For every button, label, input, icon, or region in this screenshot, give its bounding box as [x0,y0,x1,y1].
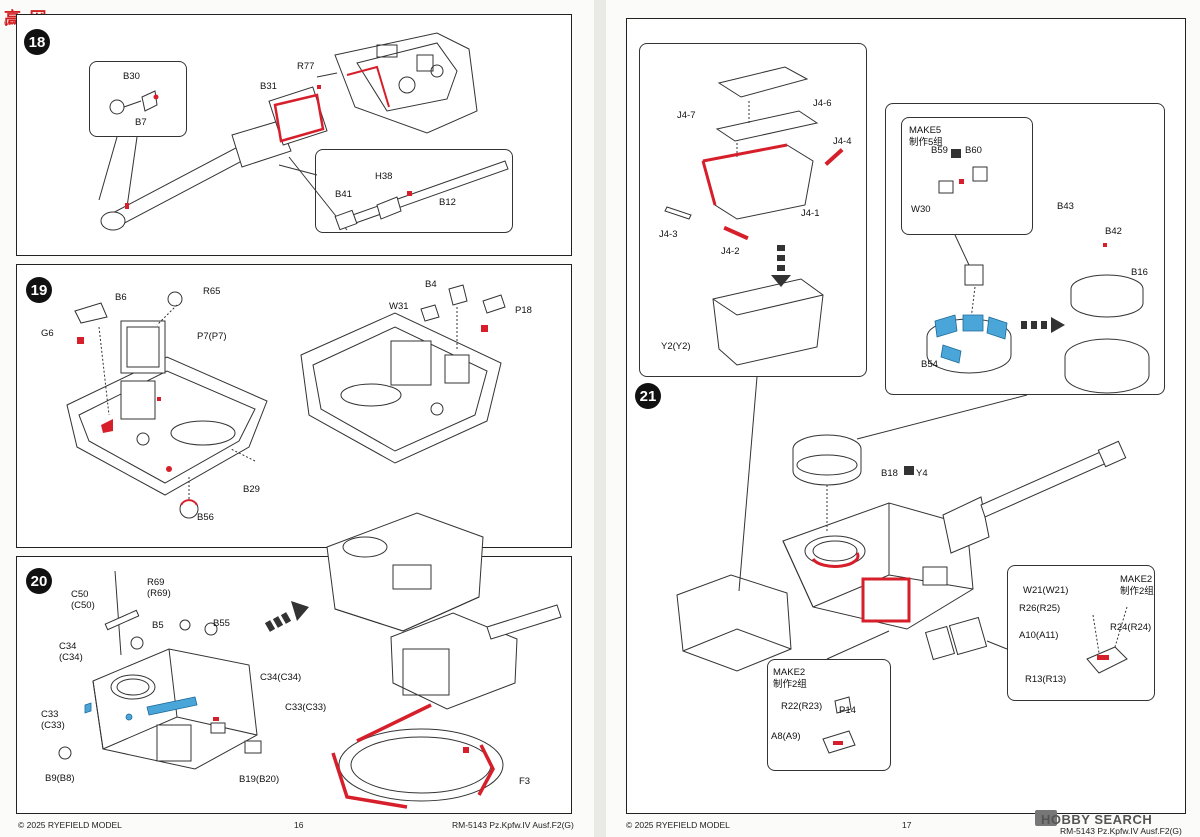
label-make2acn: 制作2组 [1120,586,1154,597]
label-j46: J4-6 [813,98,832,109]
step-21-panel: 21 [626,18,1186,814]
label-r22: R22(R23) [781,701,823,712]
label-b54: B54 [921,359,938,370]
step-20-number: 20 [26,568,52,594]
step-18-illustration [98,32,509,231]
step-18-number: 18 [24,29,50,55]
label-w31: W31 [389,301,409,312]
label-h38: H38 [375,171,393,182]
label-b42: B42 [1105,226,1122,237]
step-19-panel: 19 [16,264,572,548]
label-r13: R13(R13) [1025,674,1067,685]
label-c50: C50 [71,589,89,600]
label-a10: A10(A11) [1019,630,1059,641]
label-a8: A8(A9) [771,731,801,742]
label-b7: B7 [135,117,147,128]
label-j41: J4-1 [801,208,820,219]
label-b56: B56 [197,512,214,523]
label-b19: B19(B20) [239,774,280,785]
step-21-callout-make5 [901,117,1033,235]
label-b6: B6 [115,292,127,303]
label-p18: P18 [515,305,532,316]
label-c50b: (C50) [71,600,95,611]
label-p14: P14 [839,705,856,716]
label-r65: R65 [203,286,221,297]
label-r77: R77 [297,61,315,72]
label-b31: B31 [260,81,277,92]
label-c33b: (C33) [41,720,65,731]
left-page: 高·网 www.gaoshou.com 18 [0,0,594,837]
label-make2b: MAKE2 [773,667,806,678]
label-r69b: (R69) [147,588,171,599]
footer-left-product: RM-5143 Pz.Kpfw.IV Ausf.F2(G) [452,820,574,830]
step-19-number: 19 [26,277,52,303]
label-b43: B43 [1057,201,1074,212]
label-y4: Y4 [916,468,928,479]
step-19-illustration [66,284,506,519]
label-b12: B12 [439,197,456,208]
step-21-callout-make2-hatch [1007,565,1155,701]
hobbysearch-logo-icon [1035,810,1057,826]
label-c33: C33 [41,709,59,720]
label-w21: W21(W21) [1023,585,1069,596]
footer-right-product: RM-5143 Pz.Kpfw.IV Ausf.F2(G) [1060,826,1182,836]
label-c34: C34 [59,641,77,652]
label-b29: B29 [243,484,260,495]
label-r26: R26(R25) [1019,603,1061,614]
footer-left-page: 16 [294,820,304,830]
label-b16: B16 [1131,267,1148,278]
label-make2a: MAKE2 [1120,574,1153,585]
label-p7: P7(P7) [197,331,227,342]
label-c34b: (C34) [59,652,83,663]
label-j47: J4-7 [677,110,696,121]
label-g6: G6 [41,328,54,339]
step-21-number: 21 [635,383,661,409]
label-c33r: C33(C33) [285,702,327,713]
label-b41: B41 [335,189,352,200]
label-b59: B59 [931,145,948,156]
label-f3: F3 [519,776,531,787]
label-j43: J4-3 [659,229,678,240]
label-b30: B30 [123,71,140,82]
footer-right-copyright: © 2025 RYEFIELD MODEL [626,820,730,830]
label-make2bcn: 制作2组 [773,679,807,690]
step-18-detail-callout-b30 [89,61,187,137]
page-spine [594,0,606,837]
label-b60: B60 [965,145,982,156]
label-b5: B5 [152,620,164,631]
label-r24: R24(R24) [1110,622,1152,633]
right-page: 21 [606,0,1200,837]
label-y2: Y2(Y2) [661,341,691,352]
label-c34r: C34(C34) [260,672,302,683]
footer-right-page: 17 [902,820,912,830]
hobbysearch-logo: HOBBY SEARCH [1041,812,1153,827]
label-make5cn: 制作5组 [909,137,943,148]
label-j44: J4-4 [833,136,852,147]
step-20-illustration [58,512,562,809]
label-b4: B4 [425,279,437,290]
step-21-illustration [664,66,1150,754]
label-b55: B55 [213,618,230,629]
label-b9: B9(B8) [45,773,75,784]
label-w30: W30 [911,204,931,215]
label-b18: B18 [881,468,898,479]
footer-left-copyright: © 2025 RYEFIELD MODEL [18,820,122,830]
label-make5: MAKE5 [909,125,942,136]
label-j42: J4-2 [721,246,740,257]
step-18-panel: 18 [16,14,572,256]
label-r69: R69 [147,577,165,588]
step-20-panel: 20 [16,512,572,814]
